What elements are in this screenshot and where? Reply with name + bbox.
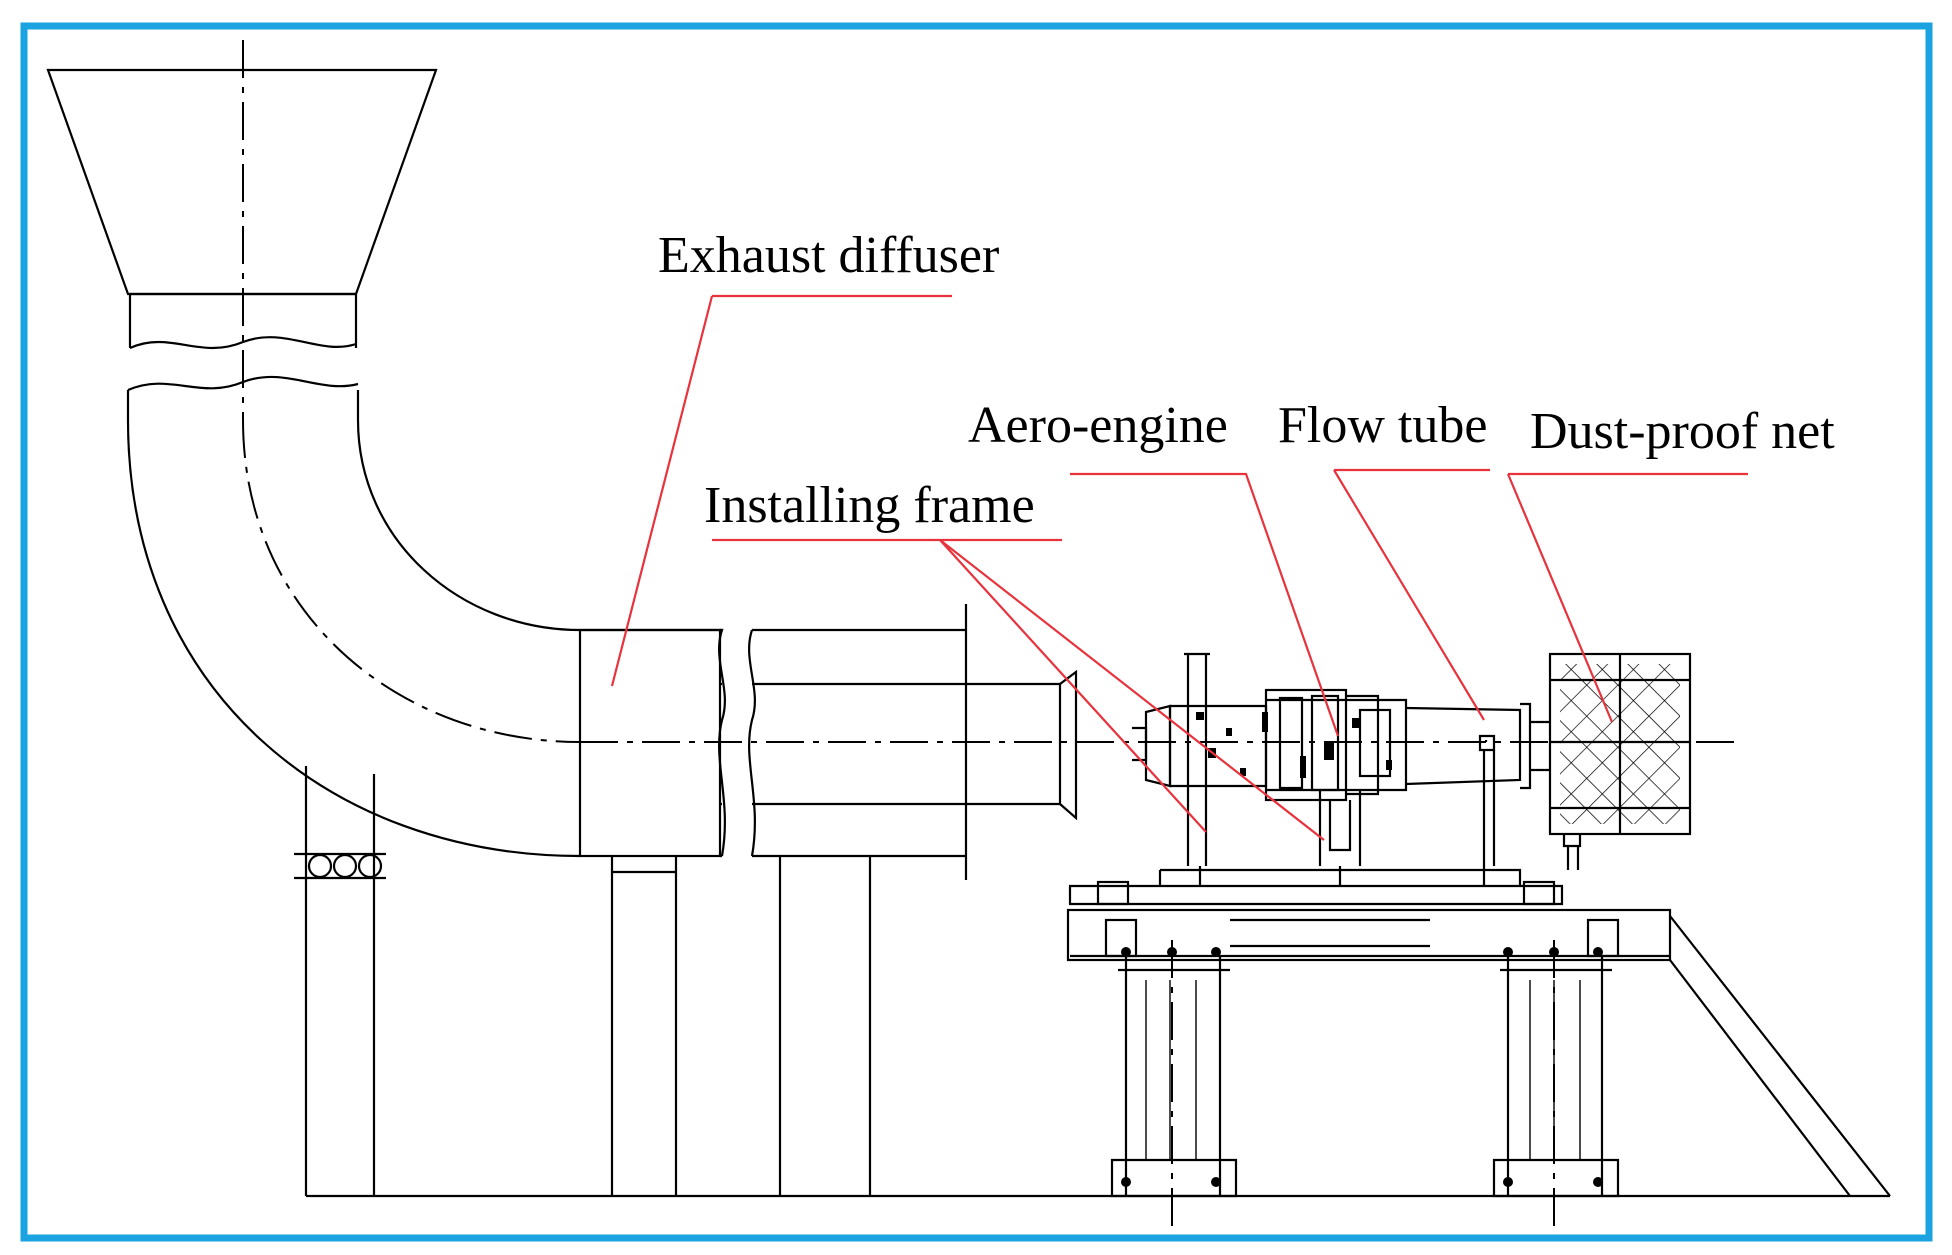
outer-border: [20, 22, 1933, 1242]
label-dust-proof-net: Dust-proof net: [1530, 403, 1835, 460]
exhaust-stack: [46, 40, 581, 1196]
label-aero-engine: Aero-engine: [968, 397, 1228, 454]
label-exhaust-diffuser: Exhaust diffuser: [658, 227, 999, 284]
leader-exhaust-diffuser: [610, 294, 952, 687]
label-flow-tube: Flow tube: [1278, 397, 1487, 454]
exhaust-diffuser: [578, 604, 1078, 1196]
test-stand: [1066, 652, 1891, 1226]
leader-dust-proof-net: [1506, 472, 1748, 723]
label-installing-frame: Installing frame: [704, 477, 1035, 534]
leader-installing-frame: [712, 538, 1325, 841]
leader-aero-engine: [1070, 472, 1340, 737]
leader-lines: [610, 294, 1748, 841]
leader-flow-tube: [1333, 468, 1490, 721]
